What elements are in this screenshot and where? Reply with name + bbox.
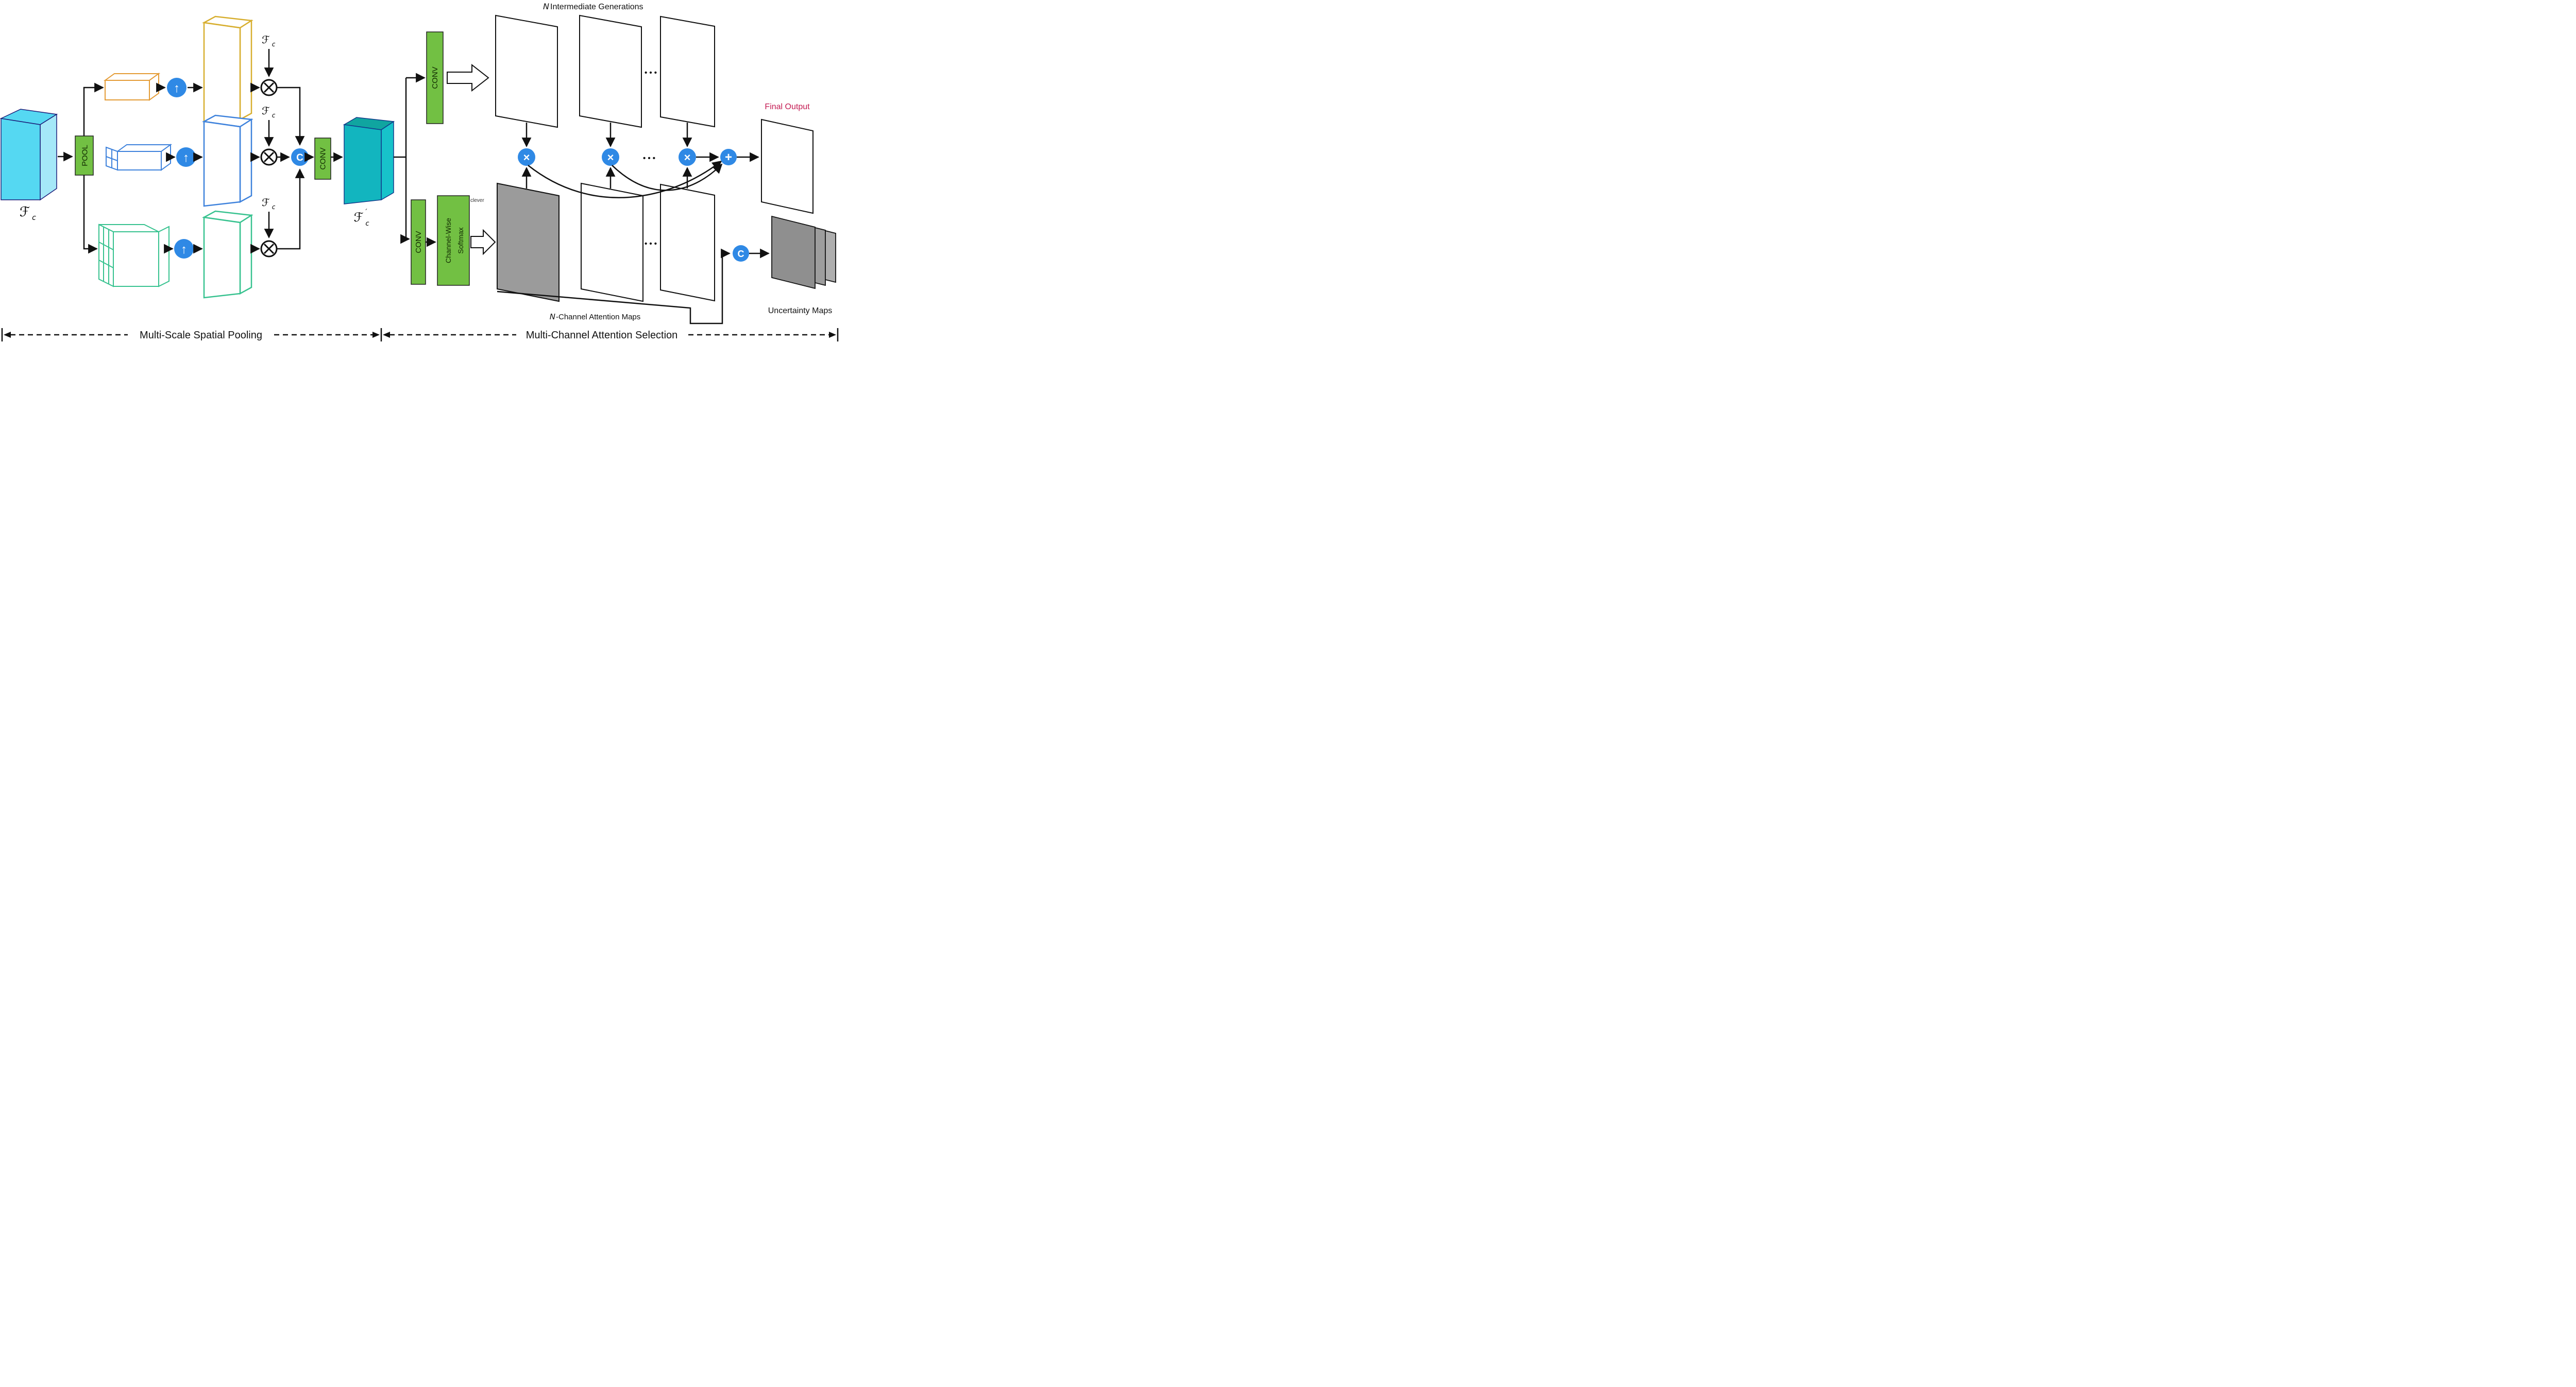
fc-symbol: ℱ [20, 204, 30, 220]
multiply-circle-3: × [679, 148, 696, 166]
generations-title: N Intermediate Generations [543, 2, 643, 11]
pooled-box-large-green [98, 224, 170, 287]
softmax-label-line2: Softmax [456, 227, 465, 253]
attention-map-1 [497, 182, 560, 302]
attention-maps-label-rest: -Channel Attention Maps [556, 313, 640, 321]
upsample-icon: ↑ [183, 151, 189, 165]
generations-title-n: N [543, 2, 549, 11]
conv-label: CONV [431, 66, 439, 89]
fc-prime-mark: ′ [365, 208, 367, 216]
generations-title-rest: Intermediate Generations [550, 3, 643, 11]
fc-injection-3: ℱ c [260, 196, 278, 258]
conv-label: CONV [319, 147, 328, 169]
conv-block-2 [426, 31, 444, 124]
attention-map-2 [581, 182, 643, 302]
generation-image-2 [579, 14, 642, 128]
multiply-circle-2: × [602, 148, 619, 166]
fc-symbol: ℱ [262, 196, 270, 209]
uncertainty-maps-stack [771, 215, 836, 289]
mult-connectors [521, 123, 692, 189]
concat-icon: C [296, 152, 303, 163]
ellipsis-multiply: • • • [643, 154, 655, 163]
fc-subscript: c [272, 41, 276, 48]
pooled-box-medium-blue [106, 144, 173, 171]
pool-block [75, 135, 94, 176]
fused-feature-label: ℱ ′ c [354, 208, 369, 228]
upsampled-slab-yellow [202, 15, 253, 125]
attention-map-3 [660, 183, 715, 302]
add-icon: + [725, 150, 732, 164]
fc-subscript: c [272, 112, 276, 119]
flow-arrow-attention [470, 229, 496, 255]
concat-icon: C [738, 249, 744, 259]
uncertainty-maps-label: Uncertainty Maps [768, 306, 833, 315]
final-output-label: Final Output [765, 102, 810, 111]
concat-collect-lines [277, 87, 305, 250]
section-label-right: Multi-Channel Attention Selection [526, 330, 678, 341]
attention-bracket-line [497, 248, 731, 324]
input-feature-label: ℱ c [20, 204, 36, 222]
pool-label: POOL [81, 145, 90, 166]
multiply-icon: × [684, 151, 691, 164]
pool-branch-lines [83, 82, 104, 254]
multiply-icon: × [607, 151, 614, 164]
upsample-circle-2: ↑ [176, 147, 196, 167]
fc-prime-symbol: ℱ [354, 210, 364, 225]
architecture-diagram: ℱ c POOL ↑ [0, 0, 842, 348]
ellipsis-attention: • • • [645, 239, 657, 248]
diagram-svg: ℱ c POOL ↑ [0, 2, 839, 341]
final-output-image [761, 118, 814, 214]
multiply-icon: × [523, 151, 530, 164]
upsample-circle-1: ↑ [167, 78, 187, 97]
input-feature-slab [0, 109, 58, 201]
ellipsis-generations: • • • [645, 69, 657, 77]
curve-mult2-to-add [612, 163, 723, 191]
upsampled-slab-green [202, 210, 253, 299]
attention-maps-label: N -Channel Attention Maps [550, 312, 641, 321]
fc-subscript: c [365, 220, 369, 228]
generation-image-1 [495, 14, 558, 128]
add-circle: + [720, 149, 737, 165]
multiply-circle-1: × [518, 148, 535, 166]
fused-feature-slab [343, 117, 395, 204]
generation-image-3 [660, 15, 715, 128]
upsample-icon: ↑ [181, 243, 187, 256]
watermark-text: clever [470, 198, 484, 203]
section-annotation: Multi-Scale Spatial Pooling Multi-Channe… [1, 328, 839, 341]
fc-injection-1: ℱ c [260, 33, 278, 96]
curve-mult1-to-add [528, 160, 722, 198]
conv-label: CONV [414, 231, 423, 253]
concat-circle-2: C [733, 245, 749, 262]
softmax-label-line1: Channel-Wise [444, 218, 452, 263]
fc-subscript: c [32, 214, 36, 222]
fc-subscript: c [272, 203, 276, 211]
pooled-box-small-orange [103, 73, 161, 101]
section-label-left: Multi-Scale Spatial Pooling [140, 330, 262, 341]
upsample-circle-3: ↑ [174, 239, 194, 259]
softmax-block [437, 195, 470, 286]
fc-injection-2: ℱ c [260, 105, 278, 166]
upsampled-slab-blue [202, 114, 253, 207]
attention-maps-label-n: N [550, 312, 555, 321]
fc-symbol: ℱ [262, 105, 270, 117]
flow-arrow-generations [447, 63, 489, 92]
conv-block-1 [314, 138, 331, 180]
conv-block-3 [411, 199, 426, 285]
branch-split-lines [394, 73, 426, 244]
fc-symbol: ℱ [262, 33, 270, 46]
upsample-icon: ↑ [174, 81, 180, 95]
concat-circle-1: C [291, 148, 309, 166]
